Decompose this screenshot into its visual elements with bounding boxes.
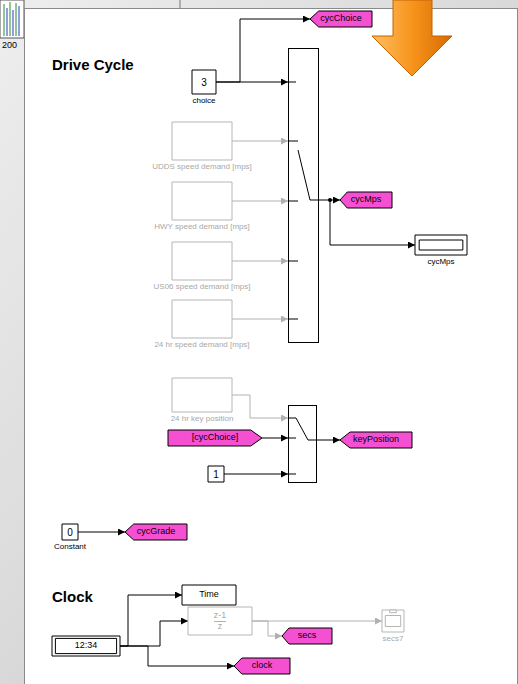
block-label: 24 hr key position xyxy=(171,414,234,423)
block-text: 1 xyxy=(213,469,219,480)
block-label: choice xyxy=(192,96,215,105)
signal-line xyxy=(120,621,188,646)
block-text: keyPosition xyxy=(353,435,399,445)
signal-source: 24 hr key position xyxy=(172,378,232,412)
signal-line xyxy=(252,621,282,636)
scope-block: secs7 xyxy=(382,610,404,632)
section-heading: Drive Cycle xyxy=(52,56,134,73)
block-text: cycChoice xyxy=(320,14,362,24)
block-outline xyxy=(172,242,232,280)
block-label: cycMps xyxy=(427,257,454,266)
block-text: cycMps xyxy=(351,195,382,205)
block-label: 24 hr speed demand [mps] xyxy=(154,340,249,349)
block-outline xyxy=(172,122,232,160)
signal-source: US06 speed demand [mps] xyxy=(172,242,232,280)
display-block: cycMps xyxy=(415,235,467,255)
block-label: HWY speed demand [mps] xyxy=(154,222,249,231)
workspace-block: Time xyxy=(182,585,236,605)
block-outline xyxy=(172,378,232,412)
block-text: z xyxy=(214,621,227,632)
axis-label: 200 xyxy=(2,40,17,50)
signal-line xyxy=(78,532,125,533)
goto-tag: cycGrade xyxy=(125,524,187,540)
block-text: Time xyxy=(199,590,219,600)
constant-block: 1 xyxy=(208,466,224,482)
signal-source: 24 hr speed demand [mps] xyxy=(172,300,232,338)
block-outline xyxy=(415,235,467,255)
block-text: clock xyxy=(252,661,273,671)
block-text: 12:34 xyxy=(75,641,98,651)
block-text: cycGrade xyxy=(137,527,176,537)
block-outline xyxy=(172,300,232,338)
signal-line xyxy=(120,646,234,666)
goto-tag: cycChoice xyxy=(310,11,372,27)
block-outline xyxy=(382,610,404,632)
block-label: UDDS speed demand [mps] xyxy=(152,162,252,171)
block-text: 3 xyxy=(201,77,207,88)
block-label: Constant xyxy=(54,542,86,551)
block-text: z-1 xyxy=(214,611,227,621)
signal-line xyxy=(252,621,382,622)
signal-source: UDDS speed demand [mps] xyxy=(172,122,232,160)
constant-block: 3choice xyxy=(192,70,216,94)
block-text: [cycChoice] xyxy=(192,433,239,443)
block-label: US06 speed demand [mps] xyxy=(154,282,251,291)
constant-block: 0Constant xyxy=(62,524,78,540)
from-tag: [cycChoice] xyxy=(168,430,262,446)
goto-tag: keyPosition xyxy=(340,432,412,448)
section-heading: Clock xyxy=(52,588,93,605)
goto-tag: cycMps xyxy=(340,192,392,208)
goto-tag: secs xyxy=(282,628,332,644)
block-label: secs7 xyxy=(383,634,404,643)
clock-block: 12:34 xyxy=(52,636,120,656)
block-text: secs xyxy=(298,631,317,641)
signal-line xyxy=(216,19,310,82)
block-outline xyxy=(172,182,232,220)
signal-source: HWY speed demand [mps] xyxy=(172,182,232,220)
goto-tag: clock xyxy=(234,658,290,674)
block-text: 0 xyxy=(67,527,73,538)
unit-delay: z-1z xyxy=(188,607,252,635)
